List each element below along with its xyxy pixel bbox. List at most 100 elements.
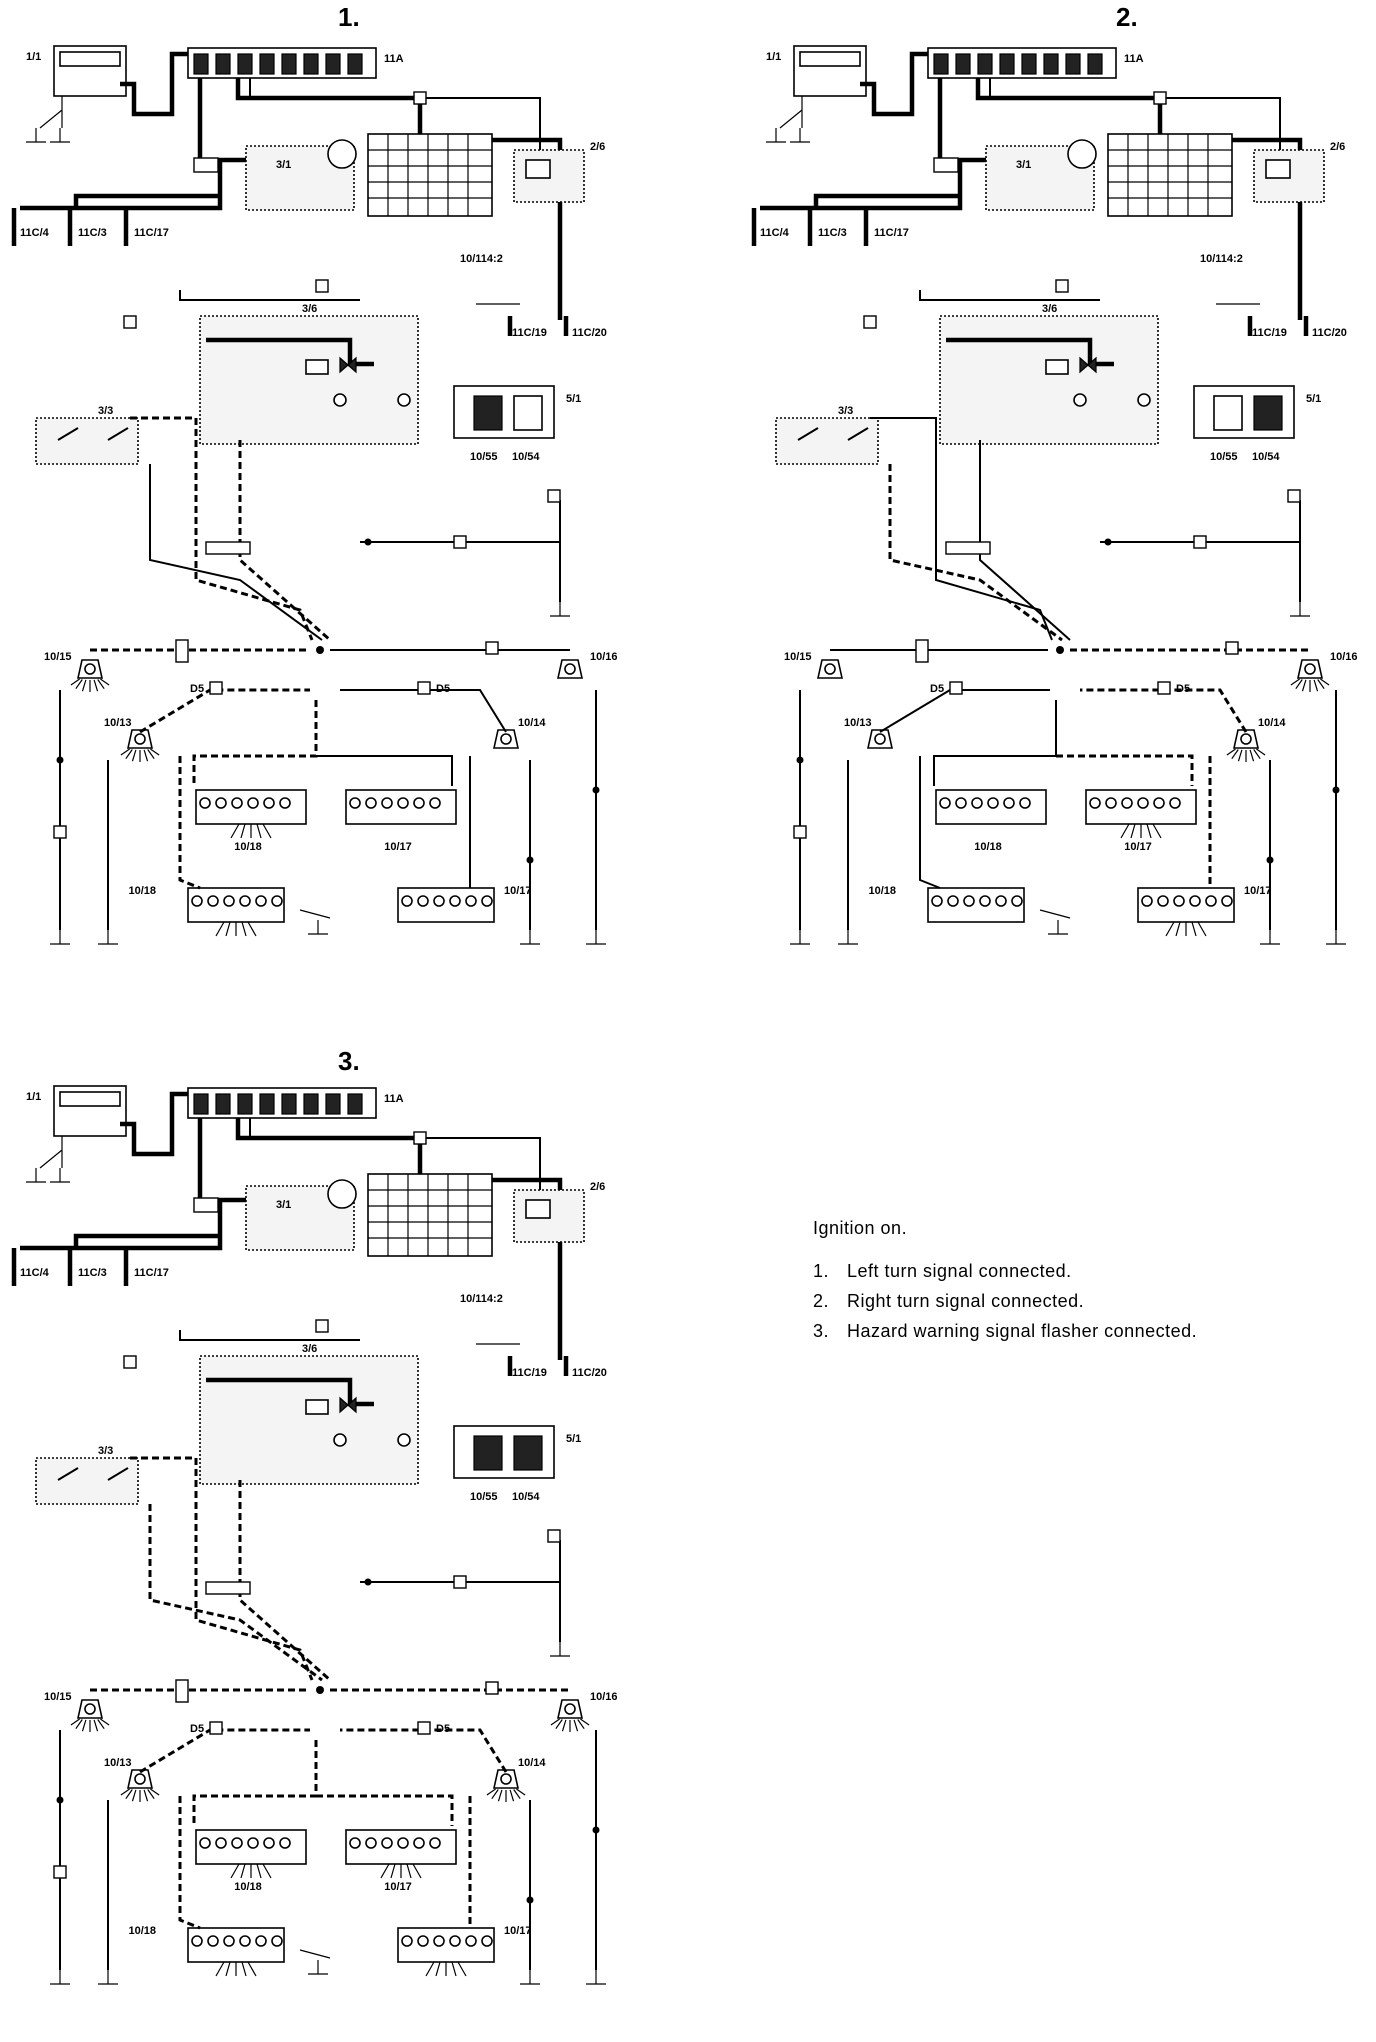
- rear-lamp-cluster: [397, 887, 495, 923]
- fuse-icon: [999, 53, 1015, 75]
- bulb-icon: [1153, 797, 1165, 809]
- light-ray: [555, 1719, 563, 1730]
- component-label: 10/15: [44, 1691, 72, 1703]
- fuse-icon: [303, 1093, 319, 1115]
- key-icon: [327, 139, 357, 169]
- wire: [919, 756, 941, 889]
- indicator-lamp-icon: [1073, 393, 1087, 407]
- bulb-icon: [413, 1837, 425, 1849]
- light-ray: [240, 1863, 246, 1879]
- wire: [39, 96, 63, 129]
- light-ray: [457, 1961, 467, 1977]
- ground-symbol: [308, 1960, 328, 1975]
- fuse-icon: [1065, 53, 1081, 75]
- ground-symbol: [98, 1970, 118, 1985]
- light-ray: [1120, 823, 1130, 839]
- wire: [57, 427, 129, 441]
- bulb-icon: [1121, 797, 1133, 809]
- light-ray: [147, 1789, 155, 1800]
- inline-connector: [315, 1319, 329, 1333]
- component-label: 10/16: [1330, 651, 1358, 663]
- light-ray: [97, 1719, 105, 1730]
- wire: [249, 1118, 541, 1200]
- component-label: D5: [436, 683, 450, 695]
- bulb-icon: [1089, 797, 1101, 809]
- bulb-icon: [433, 895, 445, 907]
- light-ray: [1313, 679, 1319, 692]
- light-ray: [561, 1719, 567, 1732]
- bulb-icon: [207, 895, 219, 907]
- bulb-icon: [401, 1935, 413, 1947]
- turn-signal-switch: [35, 1457, 139, 1505]
- light-ray: [380, 1863, 390, 1879]
- bulb-icon: [971, 797, 983, 809]
- ground-symbol: [50, 128, 70, 143]
- component-label: 10/13: [104, 717, 132, 729]
- ground-symbol: [550, 1642, 570, 1657]
- bulb-icon: [381, 797, 393, 809]
- component-label: 11A: [384, 53, 404, 65]
- wire: [238, 440, 331, 642]
- light-ray: [390, 1863, 396, 1879]
- component-label: 10/17: [1244, 885, 1272, 897]
- junction-node: [1056, 646, 1064, 654]
- fuse-icon: [977, 53, 993, 75]
- wire: [20, 157, 246, 211]
- ground-symbol: [1048, 920, 1068, 935]
- inline-connector: [193, 157, 219, 173]
- component-label: 1/1: [26, 51, 41, 63]
- inline-connector: [53, 825, 67, 839]
- light-ray: [580, 1718, 590, 1726]
- bulb-icon: [397, 1837, 409, 1849]
- ground-symbol: [26, 1168, 46, 1183]
- bulb-icon: [995, 895, 1007, 907]
- component-label: 10/13: [104, 1757, 132, 1769]
- component-label: 10/18: [234, 841, 262, 853]
- light-ray: [509, 1789, 515, 1802]
- fuse-icon: [193, 53, 209, 75]
- component-label: 10/18: [868, 885, 896, 897]
- fuse-icon: [347, 1093, 363, 1115]
- component-label: D5: [930, 683, 944, 695]
- ground-symbol: [550, 602, 570, 617]
- inline-connector: [413, 91, 427, 105]
- light-ray: [70, 1718, 80, 1726]
- light-ray: [1191, 921, 1197, 937]
- light-ray: [81, 679, 87, 692]
- panel-number: 3.: [338, 1046, 360, 1076]
- wire: [148, 1504, 323, 1682]
- left-indicator-icon: [1213, 395, 1243, 431]
- wire: [130, 416, 314, 641]
- light-ray: [147, 749, 155, 760]
- bulb-icon: [255, 1935, 267, 1947]
- wire: [299, 909, 331, 919]
- hazard-switch: [199, 1355, 419, 1485]
- junction-node: [592, 786, 600, 794]
- ground-symbol: [50, 1168, 70, 1183]
- legend-notes: Ignition on. 1.Left turn signal connecte…: [813, 1218, 1197, 1351]
- turn-signal-switch: [35, 417, 139, 465]
- bulb-icon: [134, 1773, 146, 1785]
- component-label: 2/6: [590, 1181, 605, 1193]
- inline-connector: [193, 1197, 219, 1213]
- wire: [888, 464, 1063, 642]
- bulb-icon: [979, 895, 991, 907]
- fuse-icon: [325, 53, 341, 75]
- light-ray: [241, 921, 247, 937]
- fuse-icon: [193, 1093, 209, 1115]
- note-item: 2.Right turn signal connected.: [813, 1291, 1197, 1312]
- inline-connector: [1287, 489, 1301, 503]
- light-ray: [1197, 921, 1207, 937]
- component-label: 10/16: [590, 1691, 618, 1703]
- inline-connector: [1157, 681, 1171, 695]
- component-label: 10/114:2: [1200, 253, 1243, 265]
- component-label: 10/114:2: [460, 253, 503, 265]
- junction-node: [526, 856, 534, 864]
- light-ray: [497, 1789, 503, 1802]
- junction-node: [526, 1896, 534, 1904]
- component-label: 11C/3: [78, 227, 107, 239]
- wire: [1247, 316, 1309, 336]
- bulb-icon: [874, 733, 886, 745]
